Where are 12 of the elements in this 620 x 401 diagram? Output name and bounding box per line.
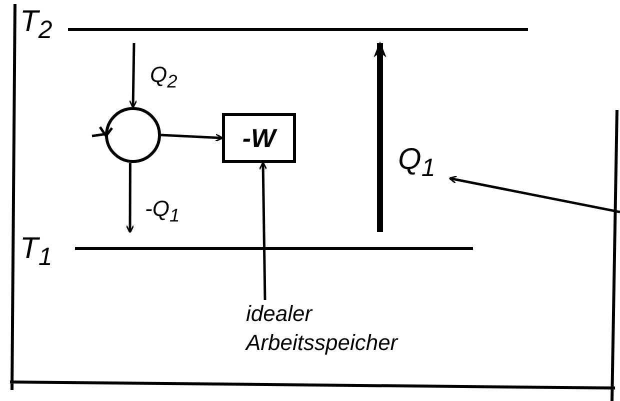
annotation-text: idealer Arbeitsspeicher bbox=[246, 300, 426, 375]
arrow bbox=[160, 134, 224, 142]
arrow bbox=[128, 42, 138, 108]
work-box: -W bbox=[222, 113, 296, 163]
arrow bbox=[448, 176, 620, 214]
circle-symbol bbox=[105, 107, 161, 163]
leader-line bbox=[258, 162, 268, 300]
temperature-label: T$_{2}$ bbox=[20, 5, 52, 44]
arrow bbox=[126, 163, 134, 234]
temperature-label: T$_{1}$ bbox=[20, 232, 52, 272]
annotation-text: Q$_{1}$ bbox=[398, 140, 450, 188]
arrow bbox=[374, 41, 386, 232]
